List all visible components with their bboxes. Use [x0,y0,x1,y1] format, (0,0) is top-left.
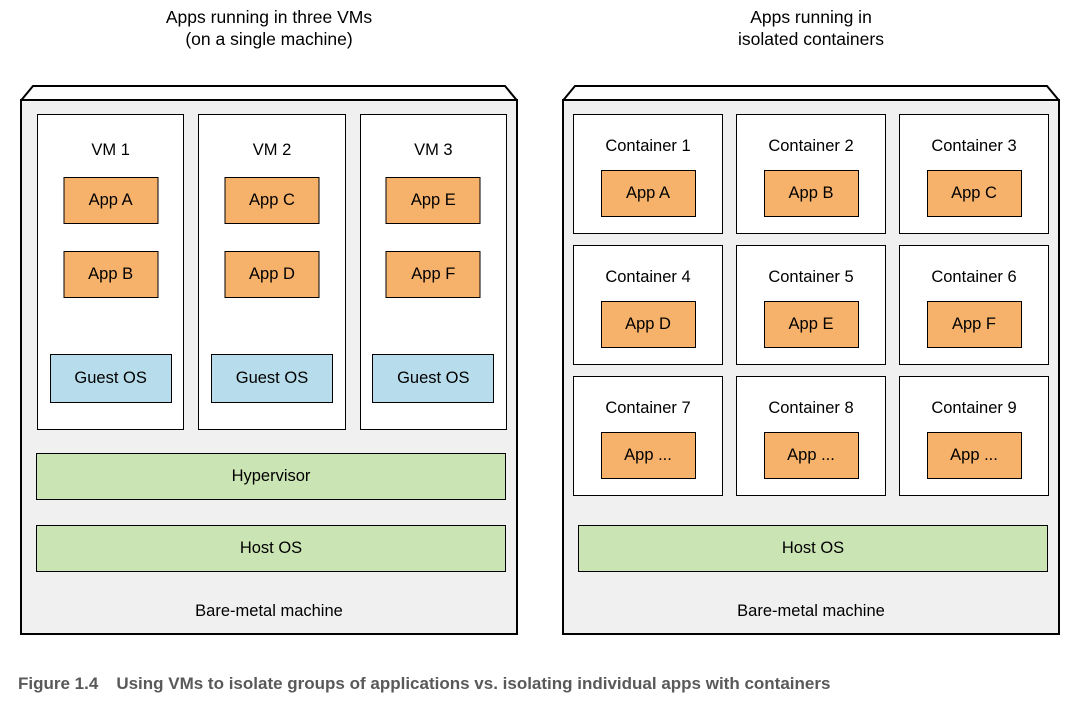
right-title-line1: Apps running in [750,7,872,27]
left-panel-title: Apps running in three VMs (on a single m… [20,6,518,50]
app-box: App F [385,251,481,298]
app-box: App E [763,301,859,348]
app-box: App ... [600,432,696,479]
figure-caption: Figure 1.4 Using VMs to isolate groups of… [18,674,1066,694]
container-label: Container 8 [768,399,854,417]
right-panel-title: Apps running in isolated containers [562,6,1060,50]
vm-label: VM 2 [252,141,292,159]
app-box: App ... [926,432,1022,479]
container-box-5: Container 5 App E [736,245,886,365]
app-box: App E [385,177,481,224]
container-label: Container 4 [605,268,691,286]
container-box-2: Container 2 App B [736,114,886,234]
app-box: App A [600,170,696,217]
container-box-4: Container 4 App D [573,245,723,365]
guest-os-box: Guest OS [372,354,495,403]
container-box-9: Container 9 App ... [899,376,1049,496]
host-os-bar: Host OS [578,525,1048,572]
container-label: Container 3 [931,137,1017,155]
app-box: App F [926,301,1022,348]
container-label: Container 1 [605,137,691,155]
container-label: Container 5 [768,268,854,286]
vm-label: VM 1 [91,141,130,159]
vm-box-2: VM 2 App C App D Guest OS [198,114,346,430]
app-box: App A [63,177,159,224]
caption-text: Using VMs to isolate groups of applicati… [116,674,831,693]
vm-label: VM 3 [414,141,453,159]
app-box: App D [224,251,320,298]
vm-row: VM 1 App A App B Guest OS VM 2 App C App… [37,114,507,430]
vm-box-3: VM 3 App E App F Guest OS [359,114,507,430]
container-box-7: Container 7 App ... [573,376,723,496]
vm-box-1: VM 1 App A App B Guest OS [37,114,185,430]
caption-label: Figure 1.4 [18,674,99,693]
app-box: App C [926,170,1022,217]
guest-os-box: Guest OS [210,354,333,403]
container-box-6: Container 6 App F [899,245,1049,365]
app-box: App B [63,251,159,298]
container-label: Container 9 [931,399,1017,417]
right-title-line2: isolated containers [738,29,884,49]
bare-metal-label: Bare-metal machine [195,602,343,620]
hypervisor-bar: Hypervisor [36,453,506,500]
container-box-3: Container 3 App C [899,114,1049,234]
right-machine-face: Container 1 App A Container 2 App B Cont… [562,99,1060,635]
app-box: App D [600,301,696,348]
container-label: Container 6 [931,268,1017,286]
left-machine-face: VM 1 App A App B Guest OS VM 2 App C App… [20,99,518,635]
app-box: App C [224,177,320,224]
bare-metal-label: Bare-metal machine [737,602,885,620]
container-box-8: Container 8 App ... [736,376,886,496]
left-machine: VM 1 App A App B Guest OS VM 2 App C App… [20,85,518,635]
container-grid: Container 1 App A Container 2 App B Cont… [573,114,1049,496]
left-title-line2: (on a single machine) [185,29,353,49]
right-machine: Container 1 App A Container 2 App B Cont… [562,85,1060,635]
container-label: Container 2 [768,137,854,155]
container-box-1: Container 1 App A [573,114,723,234]
container-label: Container 7 [605,399,691,417]
guest-os-box: Guest OS [49,354,172,403]
app-box: App B [763,170,859,217]
app-box: App ... [763,432,859,479]
left-title-line1: Apps running in three VMs [165,7,373,27]
host-os-bar: Host OS [36,525,506,572]
